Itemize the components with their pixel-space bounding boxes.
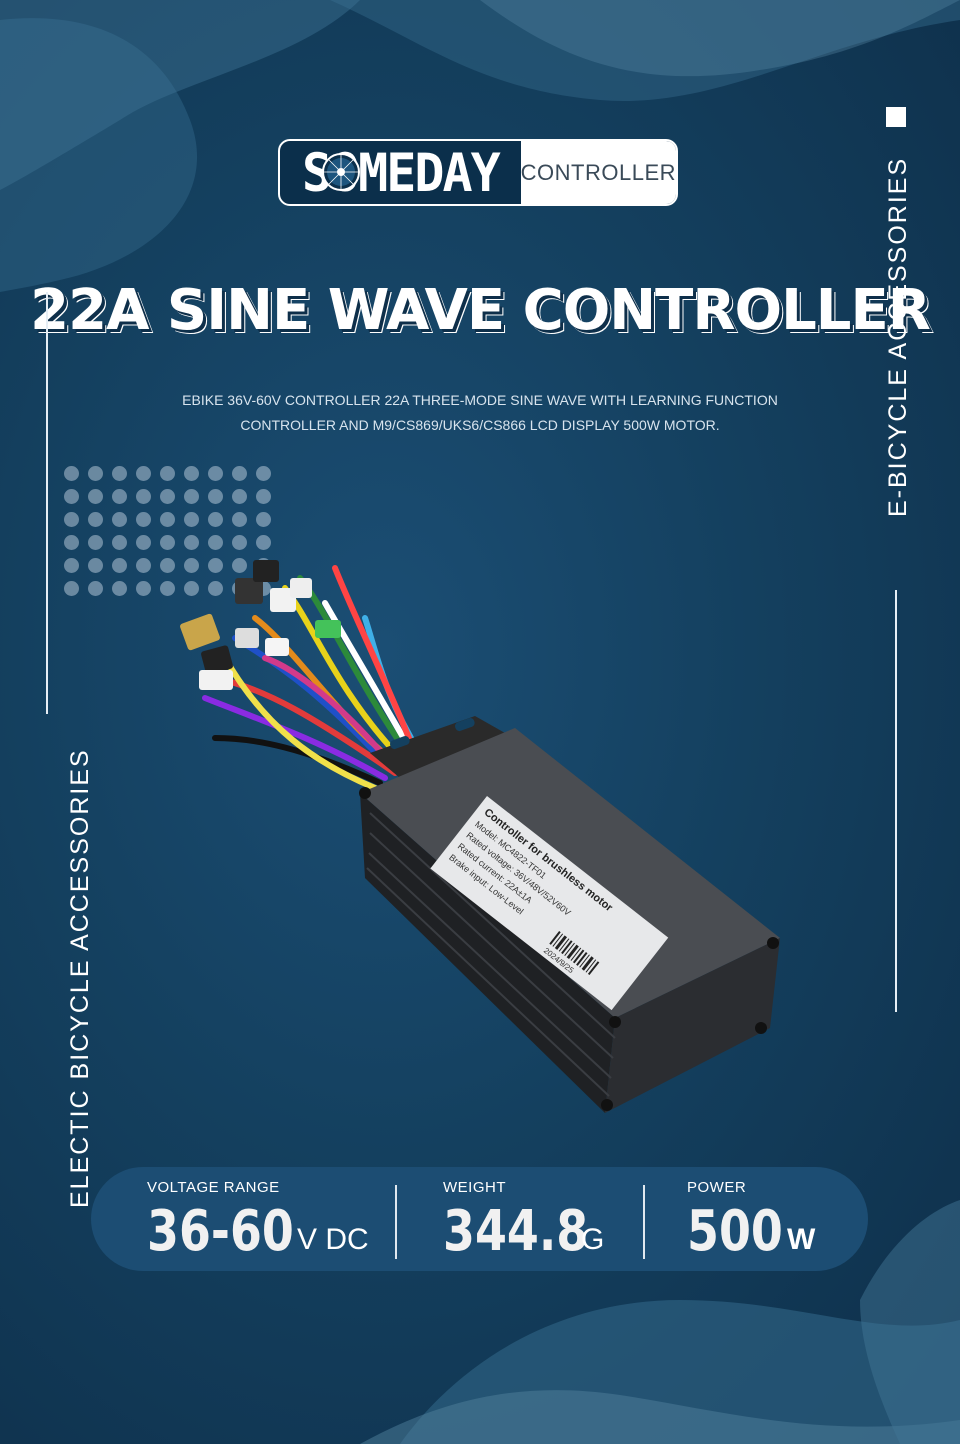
subtitle: EBIKE 36V-60V CONTROLLER 22A THREE-MODE … xyxy=(120,388,840,438)
spec-power-label: POWER xyxy=(687,1179,747,1196)
left-divider xyxy=(46,292,48,714)
brand-logo: SOMEDAY CONTROLLER xyxy=(278,139,678,206)
logo-tag: CONTROLLER xyxy=(520,141,676,204)
subtitle-line-1: EBIKE 36V-60V CONTROLLER 22A THREE-MODE … xyxy=(182,392,778,408)
wheel-icon xyxy=(322,153,360,191)
subtitle-line-2: CONTROLLER AND M9/CS869/UKS6/CS866 LCD D… xyxy=(240,417,720,433)
square-icon xyxy=(886,107,906,127)
product-label xyxy=(430,796,669,1011)
spec-power-unit: W xyxy=(787,1223,816,1256)
barcode xyxy=(549,931,600,976)
logo-tag-text: CONTROLLER xyxy=(520,159,676,185)
spec-power-value: 500 xyxy=(687,1199,783,1264)
logo-brand: SOMEDAY xyxy=(280,141,521,204)
dot-pattern xyxy=(64,466,280,604)
side-label-right: E-BICYCLE ACCESSORIES xyxy=(884,156,912,517)
spec-voltage-label: VOLTAGE RANGE xyxy=(147,1179,280,1196)
spec-voltage-unit: V DC xyxy=(297,1223,369,1256)
controller-image: Controller for brushless motor Model: MC… xyxy=(180,560,780,1113)
spec-divider-1 xyxy=(395,1185,397,1259)
right-divider xyxy=(895,590,897,1012)
spec-voltage-value: 36-60 xyxy=(147,1199,294,1264)
spec-weight-unit: G xyxy=(581,1223,605,1256)
spec-divider-2 xyxy=(643,1185,645,1259)
page-title: 22A SINE WAVE CONTROLLER xyxy=(30,278,931,343)
spec-weight-value: 344.8 xyxy=(443,1199,589,1264)
spec-weight-label: WEIGHT xyxy=(443,1179,506,1196)
spec-bar: VOLTAGE RANGE 36-60 V DC WEIGHT 344.8 G … xyxy=(91,1167,868,1271)
side-label-left: ELECTIC BICYCLE ACCESSORIES xyxy=(66,748,94,1208)
